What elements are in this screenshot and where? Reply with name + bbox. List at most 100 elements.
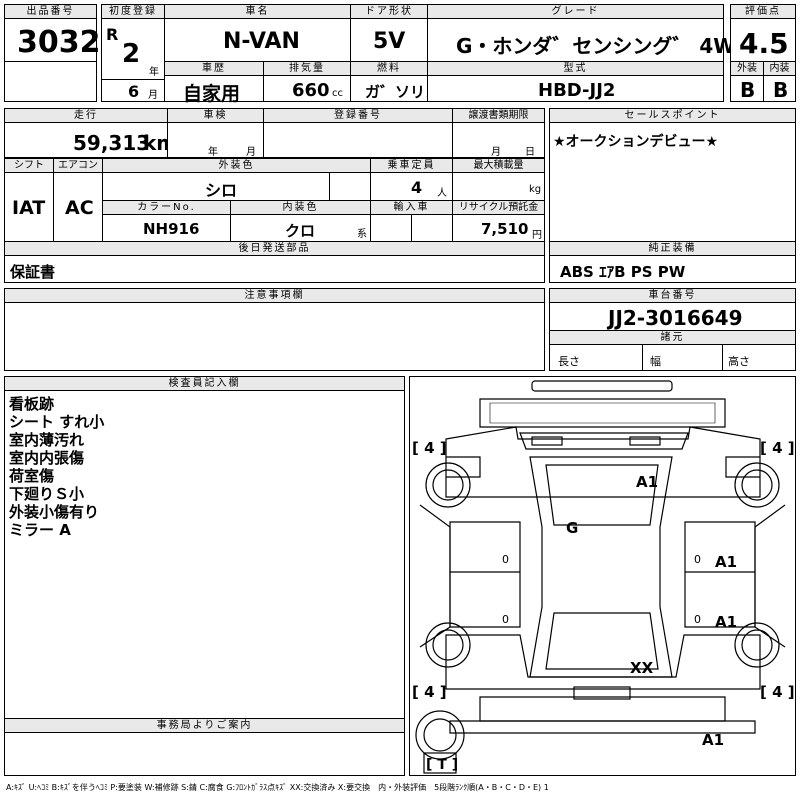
month-unit: 月 [148, 90, 158, 101]
transfer-cell: 譲渡書類期限 月 日 [452, 108, 545, 158]
tire-rear-left: [ 4 ] [412, 683, 447, 701]
inspection-year-unit: 年 [208, 147, 218, 158]
damage-mark: XX [630, 659, 654, 677]
color-no: NH916 [143, 220, 200, 238]
grade: G・ホンダ゛センシング゛ 4WD [456, 34, 752, 58]
legend: A:ｷｽﾞ U:ﾍｺﾐ B:ｷｽﾞを伴うﾍｺﾐ P:要塗装 W:補修跡 S:錆 … [6, 783, 549, 792]
tire-front-left: [ 4 ] [412, 439, 447, 457]
inspector-line: 下廻りＳ小 [9, 485, 85, 503]
score-label: 評価点 [731, 5, 795, 19]
exterior-grade: B [740, 78, 756, 102]
inspector-cell: 検査員記入欄 看板跡 シート すれ小 室内薄汚れ 室内内張傷 荷室傷 下廻りＳ小… [4, 376, 405, 719]
exterior-grade-cell: 外装 B [730, 61, 764, 102]
equipment-label: 純正装備 [550, 242, 795, 256]
interior-color-label: 内装色 [231, 201, 370, 215]
transfer-label: 譲渡書類期限 [453, 109, 544, 123]
reg-number-cell: 登録番号 [263, 108, 453, 158]
ac-label: エアコン [54, 159, 102, 173]
car-name-label: 車名 [165, 5, 350, 19]
inspector-line: 荷室傷 [9, 467, 55, 485]
inspection-cell: 車検 年 月 [167, 108, 264, 158]
interior-color-unit: 系 [357, 229, 367, 240]
mark-zero: 0 [694, 553, 701, 566]
lot-number-cell: 出品番号 3032 [4, 4, 101, 62]
first-reg-cell: 初度登録 R 2 年 [101, 4, 165, 80]
interior-grade-cell: 内装 B [763, 61, 796, 102]
notes-cell: 注意事項欄 [4, 288, 545, 371]
displacement-label: 排気量 [264, 62, 350, 76]
lot-number: 3032 [17, 25, 101, 60]
lot-blank-cell [4, 61, 97, 102]
spec-cell: 諸元 長さ 幅 高さ [549, 330, 796, 371]
model-cell: 型式 HBD-JJ2 [427, 61, 724, 102]
displacement-unit: cc [332, 88, 343, 99]
recycle-unit: 円 [532, 230, 542, 241]
exterior-color: シロ [205, 181, 238, 200]
interior-grade-label: 内装 [764, 62, 795, 76]
inspector-line: ミラー A [9, 521, 71, 539]
interior-grade: B [773, 78, 789, 102]
grade-label: グレード [428, 5, 723, 19]
mileage-cell: 走行 59,313 km [4, 108, 177, 158]
sales-point-cell: セールスポイント ★オークションデビュー★ [549, 108, 796, 242]
inspector-line: 外装小傷有り [9, 503, 100, 521]
notes-label: 注意事項欄 [5, 289, 544, 303]
capacity-label: 乗車定員 [371, 159, 452, 173]
model-label: 型式 [428, 62, 723, 76]
capacity-cell: 乗車定員 4 人 [370, 158, 453, 201]
chassis-label: 車台番号 [550, 289, 795, 303]
inspector-line: 室内内張傷 [9, 449, 85, 467]
shift-label: シフト [5, 159, 53, 173]
fuel-label: 燃料 [351, 62, 427, 76]
damage-mark: G [566, 519, 579, 537]
color-no-cell: カラーNo. NH916 [102, 200, 231, 242]
fuel: ガ゛ソリン [365, 83, 441, 101]
inspector-label: 検査員記入欄 [5, 377, 404, 391]
fuel-cell: 燃料 ガ゛ソリン [350, 61, 440, 102]
door-cell: ドア形状 5V [350, 4, 428, 62]
first-reg-label: 初度登録 [102, 5, 164, 19]
model: HBD-JJ2 [538, 80, 616, 101]
exterior-grade-label: 外装 [731, 62, 763, 76]
score-cell: 評価点 4.5 [730, 4, 796, 62]
reg-month: 6 [128, 82, 140, 101]
color-no-label: カラーNo. [103, 201, 230, 215]
displacement: 660 [292, 80, 330, 101]
interior-color-cell: 内装色 クロ 系 [230, 200, 371, 242]
inspector-line: シート すれ小 [9, 413, 105, 431]
damage-mark: A1 [636, 473, 659, 491]
exterior-color-label: 外装色 [103, 159, 370, 173]
recycle-cell: リサイクル預託金 7,510 円 [452, 200, 545, 242]
inspector-line: 室内薄汚れ [9, 431, 85, 449]
history-label: 車歴 [165, 62, 263, 76]
mark-zero: 0 [694, 613, 701, 626]
car-name-cell: 車名 N-VAN [164, 4, 351, 62]
later-parts-cell: 後日発送部品 保証書 [4, 241, 545, 283]
recycle-fee: 7,510 [481, 220, 529, 238]
grade-cell: グレード G・ホンダ゛センシング゛ 4WD [427, 4, 752, 62]
chassis-number: JJ2-3016649 [608, 306, 743, 330]
spec-label: 諸元 [550, 331, 795, 345]
reg-number-label: 登録番号 [264, 109, 452, 123]
exterior-color-cell: 外装色 シロ [102, 158, 371, 201]
equipment-cell: 純正装備 ABS ｴｱB PS PW [549, 241, 796, 283]
spare-tire-mark: [ T ] [426, 757, 459, 773]
shift-cell: シフト IAT [4, 158, 54, 242]
score: 4.5 [739, 27, 789, 60]
import-cell: 輸入車 [370, 200, 453, 242]
office-label: 事務局よりご案内 [5, 719, 404, 733]
spec-length: 長さ [558, 355, 580, 368]
damage-mark: A1 [715, 613, 738, 631]
history-cell: 車歴 自家用 [164, 61, 264, 105]
capacity-unit: 人 [437, 188, 447, 199]
tire-front-right: [ 4 ] [760, 439, 795, 457]
sales-point-text: ★オークションデビュー★ [553, 134, 719, 150]
mileage-label: 走行 [5, 109, 167, 123]
spec-height: 高さ [728, 355, 750, 368]
ac-cell: エアコン AC [53, 158, 103, 242]
interior-color: クロ [285, 222, 316, 240]
history: 自家用 [183, 83, 241, 105]
office-cell: 事務局よりご案内 [4, 718, 405, 776]
capacity: 4 [411, 178, 423, 197]
equipment: ABS ｴｱB PS PW [560, 263, 686, 281]
